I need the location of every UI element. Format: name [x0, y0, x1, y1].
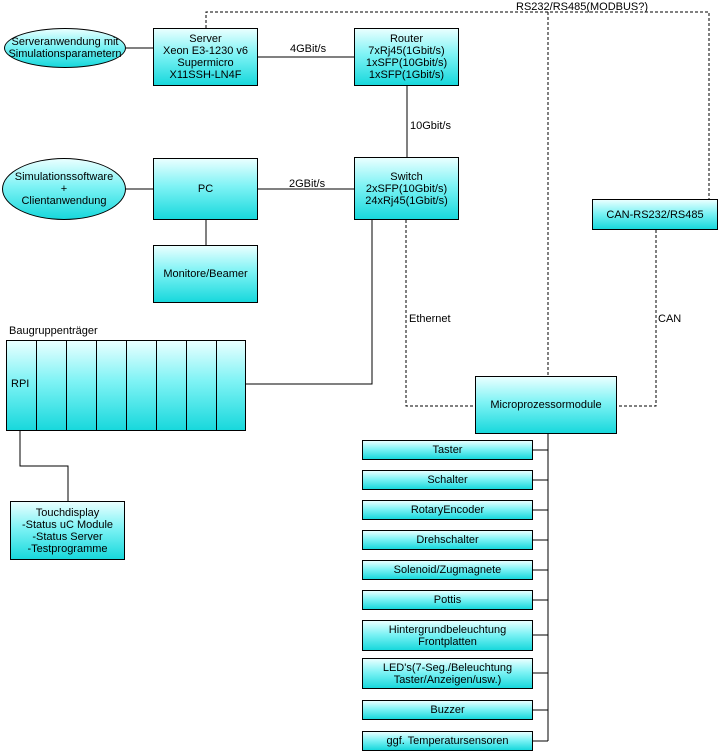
module-label-line-1: LED's(7-Seg./Beleuchtung	[382, 661, 513, 674]
microprocessor-label: Microprozessormodule	[490, 399, 602, 411]
server-box: Server Xeon E3-1230 v6 Supermicro X11SSH…	[153, 28, 258, 86]
module-label: Buzzer	[430, 704, 465, 716]
line-rpi-touchdisplay	[19, 431, 69, 501]
label-can: CAN	[658, 313, 682, 325]
rack-slot	[126, 340, 157, 431]
rack-title: Baugruppenträger	[9, 325, 98, 337]
switch-box: Switch 2xSFP(10Gbit/s) 24xRj45(1Gbit/s)	[354, 157, 459, 220]
router-box: Router 7xRj45(1Gbit/s) 1xSFP(10Gbit/s) 1…	[354, 28, 459, 86]
rack-slot	[36, 340, 67, 431]
line-ethernet-dashed	[405, 220, 475, 407]
module-hintergrundbeleuchtung: Hintergrundbeleuchtung Frontplatten	[362, 620, 533, 651]
router-line-2: 7xRj45(1Gbit/s)	[368, 45, 445, 57]
monitors-label: Monitore/Beamer	[163, 268, 248, 280]
module-label-line-1: Hintergrundbeleuchtung	[388, 623, 507, 636]
touchdisplay-line-4: -Testprogramme	[27, 542, 108, 555]
server-app-ellipse: Serveranwendung mit Simulationsparameter…	[4, 28, 126, 68]
module-rotary-encoder: RotaryEncoder	[362, 500, 533, 520]
module-solenoid: Solenoid/Zugmagnete	[362, 560, 533, 580]
module-label: Taster	[432, 444, 463, 456]
sim-software-line-2: +	[60, 183, 68, 195]
module-temperatursensoren: ggf. Temperatursensoren	[362, 731, 533, 751]
rack-slot	[156, 340, 187, 431]
rack-slot	[66, 340, 97, 431]
rack-slot	[186, 340, 217, 431]
router-line-1: Router	[389, 33, 424, 45]
sim-software-line-3: Clientanwendung	[21, 195, 107, 207]
server-app-line-1: Serveranwendung mit	[11, 36, 119, 48]
pc-label: PC	[197, 183, 214, 195]
module-label: RotaryEncoder	[410, 504, 485, 516]
label-router-switch: 10Gbit/s	[410, 120, 451, 132]
switch-line-2: 2xSFP(10Gbit/s)	[365, 182, 448, 195]
can-converter-box: CAN-RS232/RS485	[592, 199, 718, 230]
pc-box: PC	[153, 158, 258, 220]
switch-line-1: Switch	[390, 170, 423, 183]
module-label: Pottis	[433, 594, 462, 606]
server-app-line-2: Simulationsparametern	[8, 48, 122, 60]
module-label: ggf. Temperatursensoren	[386, 735, 509, 747]
line-rs232-dashed	[205, 11, 710, 230]
rack-slot	[216, 340, 246, 431]
module-label: Drehschalter	[416, 534, 479, 546]
module-label-line-2: Frontplatten	[418, 635, 477, 648]
label-server-router: 4GBit/s	[290, 43, 327, 55]
touchdisplay-line-2: -Status uC Module	[21, 518, 114, 531]
rack-slot	[96, 340, 127, 431]
module-buzzer: Buzzer	[362, 700, 533, 720]
rpi-label: RPI	[11, 378, 30, 390]
module-taster: Taster	[362, 440, 533, 460]
module-leds: LED's(7-Seg./Beleuchtung Taster/Anzeigen…	[362, 658, 533, 689]
touchdisplay-box: Touchdisplay -Status uC Module -Status S…	[10, 501, 125, 560]
server-line-1: Server	[189, 33, 222, 45]
can-converter-label: CAN-RS232/RS485	[606, 208, 704, 221]
server-line-3: Supermicro	[177, 57, 234, 69]
monitors-box: Monitore/Beamer	[153, 245, 258, 303]
rack-slot-rpi: RPI	[6, 340, 37, 431]
server-line-2: Xeon E3-1230 v6	[162, 45, 248, 57]
server-line-4: X11SSH-LN4F	[169, 69, 242, 81]
touchdisplay-line-1: Touchdisplay	[35, 506, 100, 519]
label-ethernet: Ethernet	[409, 313, 451, 325]
router-line-3: 1xSFP(10Gbit/s)	[365, 57, 448, 69]
touchdisplay-line-3: -Status Server	[32, 530, 103, 543]
module-drehschalter: Drehschalter	[362, 530, 533, 550]
sim-software-ellipse: Simulationssoftware + Clientanwendung	[2, 158, 126, 220]
module-schalter: Schalter	[362, 470, 533, 490]
module-label: Solenoid/Zugmagnete	[393, 564, 502, 576]
module-pottis: Pottis	[362, 590, 533, 610]
line-switch-rack	[246, 220, 373, 385]
line-can-dashed	[617, 230, 657, 407]
router-line-4: 1xSFP(1Gbit/s)	[368, 69, 445, 81]
label-pc-switch: 2GBit/s	[289, 178, 326, 190]
label-rs232: RS232/RS485(MODBUS?)	[516, 1, 649, 13]
module-label-line-2: Taster/Anzeigen/usw.)	[393, 673, 502, 686]
module-label: Schalter	[427, 474, 468, 486]
switch-line-3: 24xRj45(1Gbit/s)	[365, 194, 448, 207]
sim-software-line-1: Simulationssoftware	[14, 171, 114, 183]
microprocessor-box: Microprozessormodule	[475, 376, 617, 434]
